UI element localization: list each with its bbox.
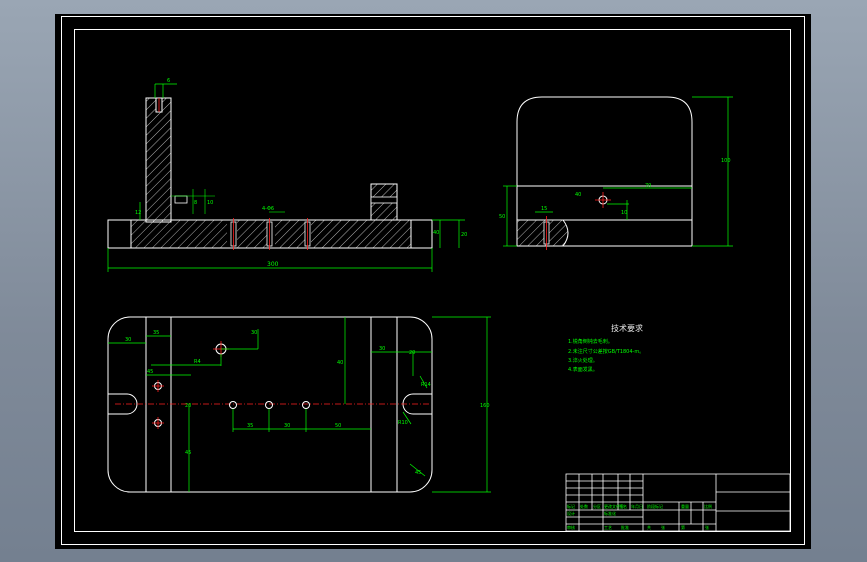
tb-label: 年月日 [631, 503, 643, 509]
top-hole [302, 401, 310, 409]
tech-req-line-3: 3.淬火处理。 [568, 357, 598, 364]
title-block-labels: 标记 处数 分区 更改文件号 签名 年月日 设计 审核 工艺 标准化 阶段标记 … [567, 503, 712, 530]
side-view: 100 70 10 50 15 40 [499, 96, 733, 250]
dim-hole-dist: R4 [194, 359, 201, 365]
top-plate [107, 316, 433, 493]
dim-mid-2: 30 [284, 423, 290, 429]
tb-label: 标准化 [604, 510, 616, 516]
dim-mid-3: 50 [335, 423, 341, 429]
tb-label: 重量 [681, 503, 689, 509]
dim-top-overall-height: 160 [480, 403, 490, 409]
title-block [565, 473, 791, 532]
tb-label: 第 [681, 524, 685, 530]
dim-corner: 45 [415, 470, 421, 476]
side-outline [516, 96, 693, 246]
base-hatch-right [311, 220, 411, 248]
dim-top-left-vert: 20 [185, 403, 191, 409]
tech-req-line-2: 2.未注尺寸公差按GB/T1804-m。 [568, 348, 644, 355]
tech-req-line-1: 1.锐角倒钝去毛刺。 [568, 338, 613, 345]
tb-label: 张 [705, 524, 709, 530]
dim-center-dist: 45 [147, 369, 153, 375]
front-view: 300 6 20 40 12 8 10 4-Φ6 [107, 78, 467, 272]
top-hole [265, 401, 273, 409]
tb-label: 比例 [704, 503, 712, 509]
tb-label: 批准 [621, 524, 629, 530]
tb-label: 签名 [619, 503, 627, 509]
top-hole [229, 401, 237, 409]
dim-side-hole-vertical: 10 [621, 210, 627, 216]
base-hatch-left [131, 220, 227, 248]
dim-step-1: 8 [194, 200, 197, 206]
dim-top-offset: 30 [125, 337, 131, 343]
dim-left-wall: 12 [135, 210, 141, 216]
dim-side-width: 70 [645, 183, 651, 189]
tb-label: 审核 [567, 524, 575, 530]
dim-right-2: 20 [409, 350, 415, 356]
dim-side-height: 100 [721, 158, 731, 164]
base-hatch-mid [237, 220, 267, 248]
tb-label: 更改文件号 [604, 503, 624, 509]
dim-side-base: 50 [499, 214, 505, 220]
tb-label: 设计 [567, 510, 575, 516]
inner-frame [74, 29, 791, 532]
tech-req-title: 技术要求 [611, 323, 643, 333]
dim-overall-height: 40 [433, 230, 439, 236]
tb-label: 阶段标记 [647, 503, 663, 509]
dim-step-2: 10 [207, 200, 213, 206]
dim-total-length: 300 [267, 261, 279, 268]
tb-label: 处数 [580, 503, 588, 509]
dim-side-tab: 15 [541, 206, 547, 212]
dim-hole-spacing: 4-Φ6 [262, 206, 274, 212]
front-base [107, 219, 433, 249]
tech-req-line-4: 4.表面发黑。 [568, 366, 598, 373]
drawing-canvas: 300 6 20 40 12 8 10 4-Φ6 [61, 16, 805, 545]
tb-label: 分区 [593, 503, 601, 509]
tb-label: 标记 [567, 503, 575, 509]
top-view: 30 35 R4 45 30 35 30 50 40 45 20 160 30 … [107, 316, 491, 493]
dim-right-3: R14 [421, 382, 431, 388]
dim-right-1: 30 [379, 346, 385, 352]
outer-frame [61, 16, 805, 545]
tb-label: 共 [647, 524, 651, 530]
tech-requirements: 技术要求 1.锐角倒钝去毛刺。 2.未注尺寸公差按GB/T1804-m。 3.淬… [568, 323, 644, 373]
base-hatch-mid2 [275, 220, 305, 248]
dim-slot: R10 [398, 420, 408, 426]
dim-vert-1: 40 [337, 360, 343, 366]
tb-label: 工艺 [604, 525, 612, 530]
tb-label: 张 [661, 524, 665, 530]
cad-drawing-sheet: 300 6 20 40 12 8 10 4-Φ6 [55, 14, 811, 549]
dim-vert-2: 45 [185, 450, 191, 456]
dim-radius-left: 35 [153, 330, 159, 336]
dim-base-thickness: 20 [461, 232, 467, 238]
dim-side-hole-offset: 40 [575, 192, 581, 198]
dim-mid-1: 35 [247, 423, 253, 429]
dim-upper-right: 30 [251, 330, 257, 336]
dim-slot-width: 6 [167, 78, 170, 84]
front-post [145, 97, 172, 223]
